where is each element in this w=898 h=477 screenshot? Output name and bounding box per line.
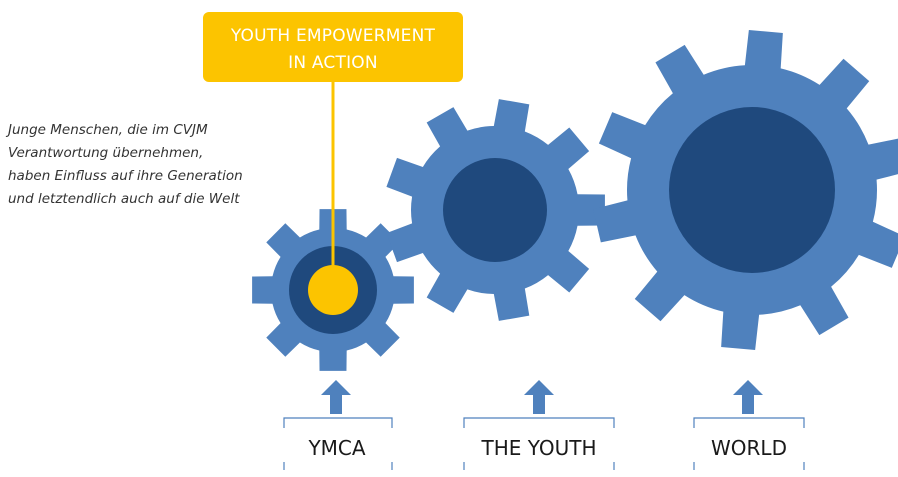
gear-ymca xyxy=(252,209,414,371)
description-line-1: Junge Menschen, die im CVJM xyxy=(5,122,208,138)
arrow-up-youth xyxy=(524,380,554,414)
label-frame-youth xyxy=(463,417,615,470)
arrow-up-icon xyxy=(524,380,554,414)
arrow-up-icon xyxy=(321,380,351,414)
gear-ymca-core xyxy=(308,265,358,315)
description: Junge Menschen, die im CVJM Verantwortun… xyxy=(5,122,243,207)
gear-world-hub xyxy=(669,107,835,273)
label-ymca: YMCA xyxy=(307,436,365,460)
gear-youth-hub xyxy=(443,158,547,262)
label-frame-ymca xyxy=(283,417,393,470)
callout-box: YOUTH EMPOWERMENT IN ACTION xyxy=(203,12,463,82)
callout-line-2: IN ACTION xyxy=(288,53,378,73)
description-line-4: und letztendlich auch auf die Welt xyxy=(8,191,240,207)
label-frame-world xyxy=(693,417,805,470)
label-world: WORLD xyxy=(711,436,787,460)
callout-background xyxy=(203,12,463,82)
arrow-up-world xyxy=(733,380,763,414)
label-the-youth: THE YOUTH xyxy=(480,436,596,460)
gear-youth xyxy=(386,99,605,321)
description-line-2: Verantwortung übernehmen, xyxy=(8,145,203,161)
callout-line-1: YOUTH EMPOWERMENT xyxy=(230,26,436,46)
gear-world xyxy=(593,30,898,350)
arrow-up-ymca xyxy=(321,380,351,414)
arrow-up-icon xyxy=(733,380,763,414)
description-line-3: haben Einfluss auf ihre Generation xyxy=(8,168,243,184)
